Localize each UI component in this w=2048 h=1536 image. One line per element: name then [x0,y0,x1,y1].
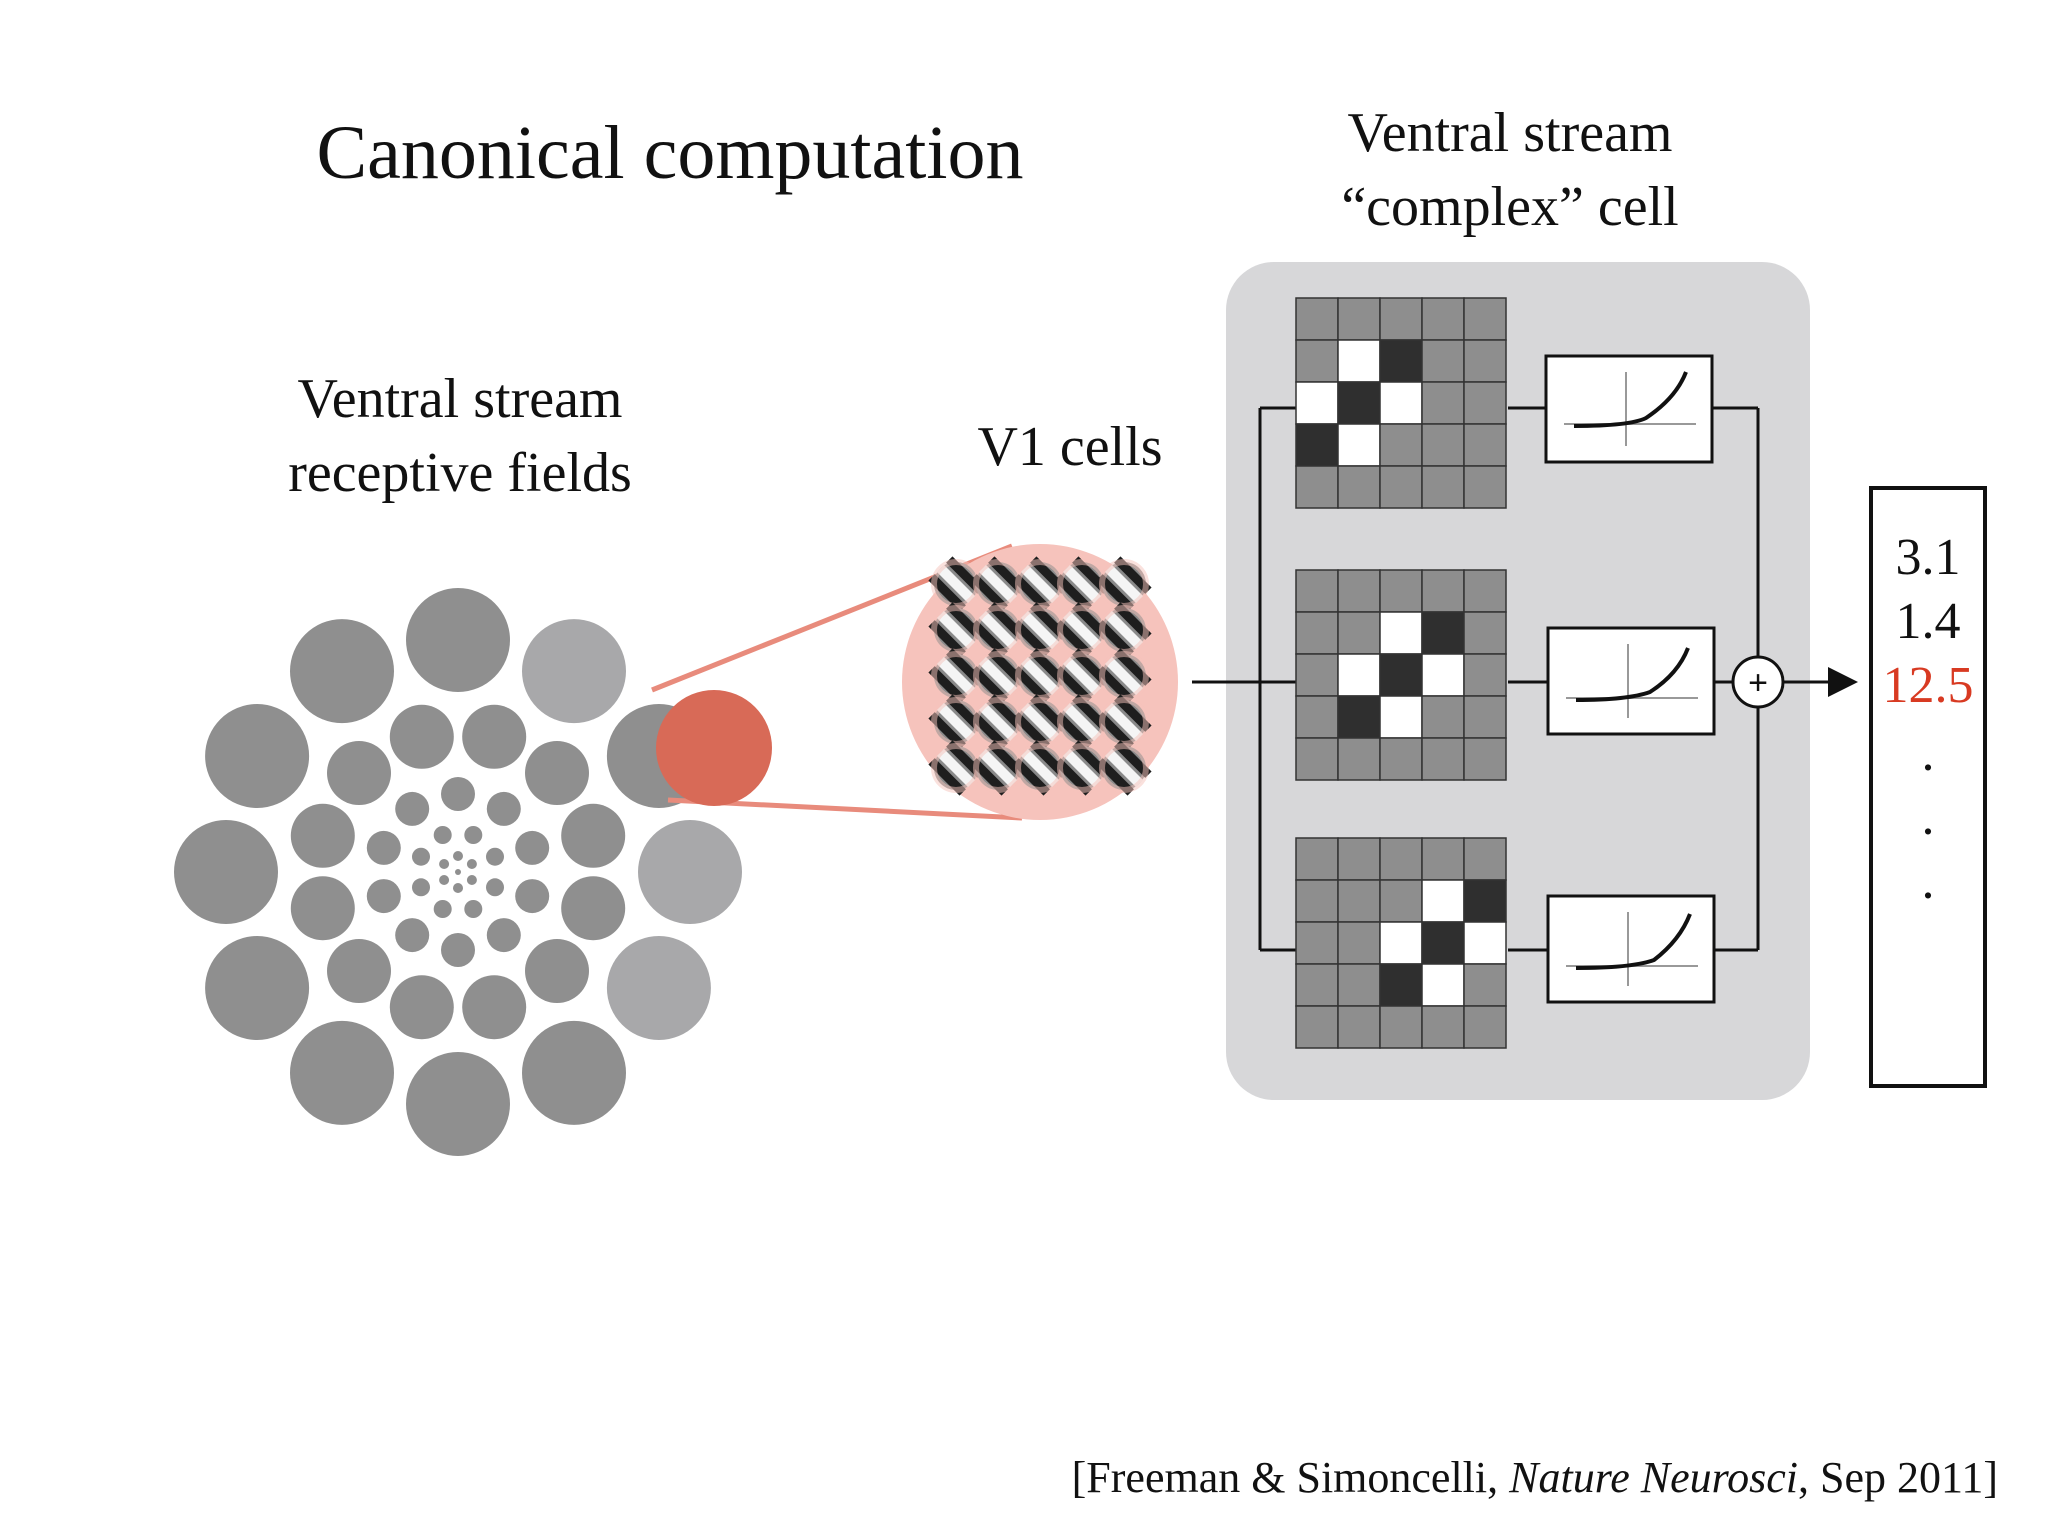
receptive-field-circle [466,859,477,869]
receptive-field-circle [366,830,401,865]
receptive-field-circle [441,933,475,967]
receptive-field-circle [205,936,310,1040]
receptive-field-circle [486,918,521,953]
receptive-field-circle [462,704,527,769]
receptive-field-circle [522,619,626,724]
gabor-filter [970,694,1026,750]
filter-grid-1 [1295,297,1507,509]
receptive-field-circle [453,883,463,893]
complex-cell-wiring [1192,406,1858,952]
complex-cell-label-line2: “complex” cell [1341,176,1679,238]
receptive-field-circle [433,900,452,918]
v1-cells-label: V1 cells [977,416,1163,478]
output-ellipsis-3: . [1921,853,1935,910]
gabor-filter [1012,694,1068,750]
filter-grids [1295,297,1507,1049]
receptive-field-circle [290,619,394,724]
receptive-fields-label-line1: Ventral stream [297,368,623,430]
gabor-filter [1096,556,1152,612]
gabor-filter [970,556,1026,612]
gabor-filter [1096,648,1152,704]
receptive-fields-label-line2: receptive fields [288,442,632,504]
output-value-1: 3.1 [1895,529,1961,586]
receptive-field-circle [515,830,550,865]
nonlinearity-box-2 [1546,626,1716,736]
receptive-field-circle [462,975,527,1040]
receptive-field-circle [290,803,355,868]
gabor-filter [1096,602,1152,658]
receptive-field-circle [464,826,483,844]
receptive-field-circle [486,847,504,866]
slide-title: Canonical computation [316,111,1024,195]
citation-journal: Nature Neurosci [1509,1453,1798,1502]
gabor-filter [1096,740,1152,796]
receptive-field-circle [522,1020,626,1125]
citation-suffix: , Sep 2011] [1797,1453,1998,1502]
receptive-field-circle [395,791,430,826]
receptive-field-circle [561,803,626,868]
citation: [Freeman & Simoncelli, Nature Neurosci, … [1072,1452,1998,1503]
receptive-field-circle [412,878,430,897]
v1-gabor-array [928,556,1152,796]
citation-prefix: [Freeman & Simoncelli, [1071,1453,1510,1502]
receptive-field-circle [205,704,310,808]
receptive-field-circle [433,826,452,844]
summation-node [1731,655,1785,709]
output-value-2: 1.4 [1895,593,1961,650]
gabor-filter [928,602,984,658]
receptive-field-circle [515,879,550,914]
receptive-field-circle [395,918,430,953]
output-ellipsis-1: . [1921,725,1935,782]
receptive-field-circle [366,879,401,914]
sum-symbol: + [1748,664,1768,702]
receptive-field-circle [606,936,711,1040]
receptive-field-mosaic [174,588,742,1156]
complex-cell-label: Ventral stream “complex” cell [1280,96,1740,244]
output-vector: 3.1 1.4 12.5 . . . [1869,486,1987,1088]
receptive-field-circle [174,820,278,924]
receptive-field-circle [525,741,589,805]
receptive-field-circle [412,847,430,866]
filter-grid-2 [1295,569,1507,781]
receptive-field-circle [439,875,450,885]
receptive-field-circle [441,777,475,811]
receptive-field-circle [290,876,355,941]
receptive-field-circle [389,704,454,769]
gabor-filter [1012,648,1068,704]
nonlinearity-box-3 [1546,894,1716,1004]
receptive-field-circle [486,878,504,897]
receptive-field-circle [327,939,391,1003]
receptive-field-circle [406,1052,510,1156]
complex-cell-label-line1: Ventral stream [1347,102,1673,164]
highlighted-receptive-field [656,690,772,806]
gabor-filter [928,694,984,750]
receptive-field-circle [464,900,483,918]
receptive-field-circle [486,791,521,826]
nonlinearity-box-1 [1544,354,1714,464]
receptive-field-circle [389,975,454,1040]
receptive-field-circle [439,859,450,869]
receptive-field-circle [327,741,391,805]
receptive-field-circle [453,851,463,861]
receptive-field-circle [290,1020,394,1125]
gabor-filter [928,740,984,796]
receptive-field-circle [455,869,461,875]
receptive-field-circle [525,939,589,1003]
gabor-filter [1054,602,1110,658]
output-value-highlighted: 12.5 [1882,657,1974,714]
receptive-field-circle [638,820,742,924]
receptive-field-circle [561,876,626,941]
output-ellipsis-2: . [1921,789,1935,846]
gabor-filter [1054,648,1110,704]
receptive-field-circle [466,875,477,885]
gabor-filter [970,648,1026,704]
receptive-field-circle [406,588,510,692]
receptive-fields-label: Ventral stream receptive fields [220,362,700,510]
filter-grid-3 [1295,837,1507,1049]
gabor-filter [1012,740,1068,796]
gabor-filter [1096,694,1152,750]
